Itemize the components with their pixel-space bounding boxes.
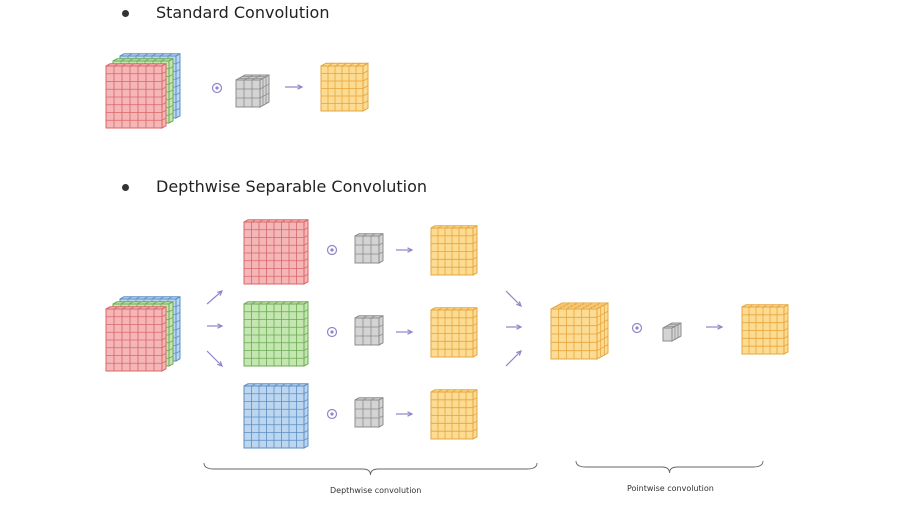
section-title-standard: Standard Convolution xyxy=(156,3,330,22)
pointwise-conv-operator xyxy=(631,322,643,334)
depthwise-output-green xyxy=(430,306,478,358)
split-arrow-middle xyxy=(207,323,224,329)
standard-arrow xyxy=(285,84,304,90)
standard-kernel xyxy=(235,74,270,108)
depthwise-conv-operator-red xyxy=(326,244,338,256)
pointwise-kernel xyxy=(662,322,682,342)
depthwise-arrow-green xyxy=(396,329,414,335)
depthwise-output-blue xyxy=(430,388,478,440)
depthwise-input-green xyxy=(243,300,309,367)
pointwise-output xyxy=(741,303,789,355)
section-title-depthwise-separable: Depthwise Separable Convolution xyxy=(156,177,427,196)
depthwise-kernel-green xyxy=(354,314,384,346)
depthwise-conv-operator-blue xyxy=(326,408,338,420)
depthwise-arrow-red xyxy=(396,247,414,253)
separable-input-red-channel xyxy=(105,305,167,372)
depthwise-input-red xyxy=(243,218,309,285)
stacked-depthwise-output xyxy=(550,302,609,360)
pointwise-arrow xyxy=(706,324,724,330)
standard-output xyxy=(320,62,369,112)
bullet-standard xyxy=(122,10,129,17)
depthwise-conv-operator-green xyxy=(326,326,338,338)
caption-pointwise-convolution: Pointwise convolution xyxy=(627,484,714,493)
caption-depthwise-convolution: Depthwise convolution xyxy=(330,486,422,495)
bullet-depthwise-separable xyxy=(122,184,129,191)
split-arrow-top xyxy=(206,290,224,305)
merge-arrow-bottom xyxy=(505,350,522,367)
depthwise-input-blue xyxy=(243,382,309,449)
standard-conv-operator xyxy=(211,82,223,94)
merge-arrow-middle xyxy=(506,324,523,330)
merge-arrow-top xyxy=(505,290,522,307)
standard-input-red-channel xyxy=(105,62,167,129)
split-arrow-bottom xyxy=(206,350,223,367)
brace-pointwise xyxy=(575,460,764,474)
depthwise-kernel-blue xyxy=(354,396,384,428)
brace-depthwise xyxy=(203,462,538,476)
depthwise-output-red xyxy=(430,224,478,276)
depthwise-arrow-blue xyxy=(396,411,414,417)
depthwise-kernel-red xyxy=(354,232,384,264)
